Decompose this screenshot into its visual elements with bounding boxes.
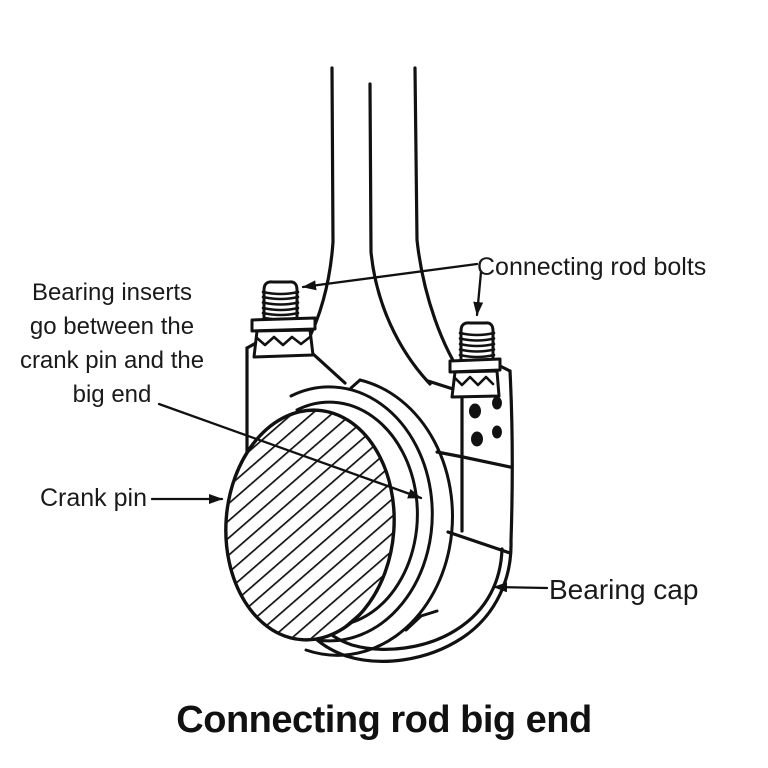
right-bolt-threads: [458, 331, 496, 359]
bolt-holes: [469, 396, 502, 447]
leader-bearing-cap: [492, 582, 549, 593]
insert-bottom-step: [404, 609, 439, 632]
block-ledge: [426, 379, 455, 391]
rod-shank-middle-line: [368, 82, 432, 386]
crank-pin: [224, 408, 396, 642]
insert-arc-inner: [289, 385, 434, 643]
left-bolt-flange: [250, 316, 317, 333]
rod-shank: [304, 66, 468, 386]
right-rod-bolt: [448, 321, 502, 399]
insert-top-step: [349, 378, 362, 390]
crank-pin-hatched-face: [224, 408, 396, 642]
leader-bolts-right: [473, 270, 484, 317]
big-end-block: [245, 341, 512, 461]
left-bolt-head-serration: [255, 335, 312, 347]
insert-arc-outer: [304, 378, 454, 657]
leader-bearing-inserts: [157, 402, 423, 500]
block-top-face: [310, 351, 347, 385]
left-rod-bolt: [250, 280, 317, 359]
crank-pin-label: Crank pin: [40, 484, 147, 512]
rod-shank-right-edge: [413, 66, 468, 383]
bearing-cap-label: Bearing cap: [549, 574, 699, 605]
right-bolt-flange: [448, 357, 502, 374]
leader-bolts-left: [301, 262, 479, 291]
connecting-rod-bolts-label: Connecting rod bolts: [477, 253, 707, 281]
bearing-inserts-label: Bearing inserts go between the crank pin…: [19, 279, 205, 408]
figure-title: Connecting rod big end: [176, 699, 592, 741]
panel-right-edge: [508, 369, 514, 543]
cap-split-line: [435, 450, 512, 469]
bolt-boss-panel: [435, 369, 514, 555]
rod-shank-left-edge: [304, 66, 335, 346]
right-bolt-head-serration: [453, 375, 495, 387]
panel-bottom-edge: [446, 530, 512, 555]
